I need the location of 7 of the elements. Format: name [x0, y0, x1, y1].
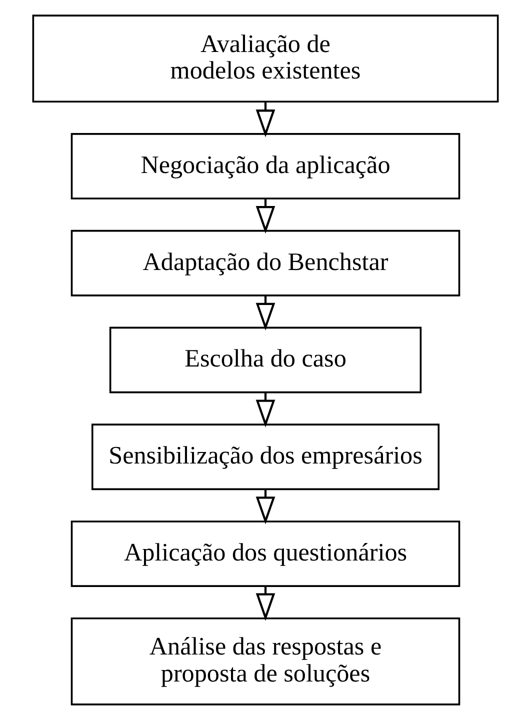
node-box: Negociação da aplicação — [70, 133, 460, 200]
node-box: Aplicação dos questionários — [70, 520, 460, 587]
node-box: Avaliação de modelos existentes — [32, 14, 498, 103]
node-box: Escolha do caso — [108, 326, 422, 394]
node-box: Adaptação do Benchstar — [70, 230, 460, 296]
node-box: Análise das respostas e proposta de soluções — [70, 617, 460, 706]
node-box: Sensibilização dos empresários — [90, 424, 440, 490]
